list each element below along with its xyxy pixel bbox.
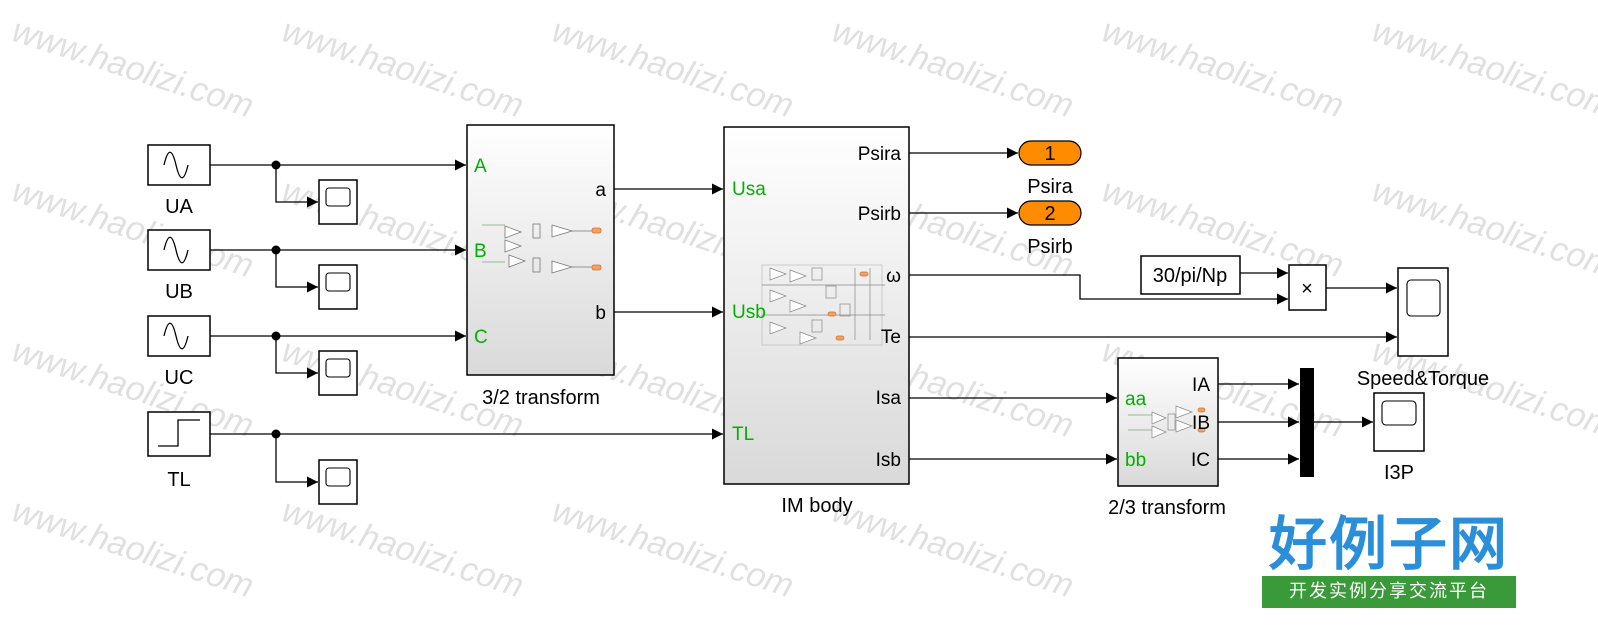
outport-psira-number: 1 <box>1044 143 1055 165</box>
outport-psirb-number: 2 <box>1044 203 1055 225</box>
watermark-text: www.haolizi.com <box>1098 11 1349 125</box>
subsystem-preview-icon <box>1128 405 1206 439</box>
outport-psirb[interactable]: 2 Psirb <box>1018 200 1082 258</box>
port-a-out: a <box>595 180 606 201</box>
watermark-text: www.haolizi.com <box>548 491 799 605</box>
watermark-text: www.haolizi.com <box>278 11 529 125</box>
port-tl-in: TL <box>732 424 754 445</box>
constant-block[interactable]: 30/pi/Np <box>1140 255 1241 295</box>
sine-wave-icon <box>163 322 189 350</box>
step-tl-label: TL <box>167 469 190 491</box>
watermark-text: www.haolizi.com <box>828 491 1079 605</box>
mux-block[interactable] <box>1300 368 1314 477</box>
scope-tl[interactable] <box>318 459 358 505</box>
scope-uc[interactable] <box>318 350 358 396</box>
watermark-text: www.haolizi.com <box>828 11 1079 125</box>
source-wires <box>210 159 723 488</box>
source-ub-label: UB <box>165 281 193 303</box>
port-isb-out: Isb <box>876 450 901 471</box>
outport-psira[interactable]: 1 Psira <box>1018 140 1082 198</box>
speed-torque-scope[interactable]: Speed&Torque <box>1357 267 1489 390</box>
watermark-text: www.haolizi.com <box>8 331 259 445</box>
mux-wires <box>1218 378 1373 465</box>
transform-32-label: 3/2 transform <box>482 387 600 409</box>
port-ia-out: IA <box>1192 375 1210 396</box>
constant-value: 30/pi/Np <box>1153 265 1228 287</box>
im-body-label: IM body <box>781 495 852 517</box>
watermark-text: www.haolizi.com <box>8 491 259 605</box>
watermark-text: www.haolizi.com <box>1368 11 1598 125</box>
logo-subtitle: 开发实例分享交流平台 <box>1262 576 1516 608</box>
scope-ua[interactable] <box>318 179 358 225</box>
sine-wave-icon <box>163 151 189 179</box>
subsystem-preview-icon <box>482 223 602 274</box>
port-usa-in: Usa <box>732 179 766 200</box>
port-omega-out: ω <box>886 266 901 287</box>
port-aa-in: aa <box>1125 389 1147 410</box>
port-isa-out: Isa <box>876 388 902 409</box>
scope-ub[interactable] <box>318 264 358 310</box>
product-block[interactable]: × <box>1288 264 1327 311</box>
source-ua-label: UA <box>165 196 193 218</box>
port-ib-out: IB <box>1192 413 1210 434</box>
speed-torque-label: Speed&Torque <box>1357 368 1489 390</box>
port-psira-out: Psira <box>858 144 902 165</box>
source-ub-block[interactable]: UB <box>147 229 211 303</box>
port-psirb-out: Psirb <box>858 204 901 225</box>
im-output-wires <box>909 147 1397 465</box>
port-ic-out: IC <box>1191 450 1210 471</box>
port-b-in: B <box>474 241 487 262</box>
port-a-in: A <box>474 156 487 177</box>
subsystem-preview-icon <box>761 264 885 346</box>
source-ua-block[interactable]: UA <box>147 144 211 218</box>
im-body-subsystem[interactable]: Usa Usb TL Psira Psirb ω Te Isa Isb IM b… <box>723 126 910 517</box>
source-uc-label: UC <box>165 367 194 389</box>
port-usb-in: Usb <box>732 302 766 323</box>
watermark-text: www.haolizi.com <box>278 491 529 605</box>
port-c-in: C <box>474 327 488 348</box>
outport-psira-label: Psira <box>1027 176 1073 198</box>
outport-psirb-label: Psirb <box>1027 236 1073 258</box>
port-te-out: Te <box>881 327 901 348</box>
port-bb-in: bb <box>1125 450 1146 471</box>
transform-23-label: 2/3 transform <box>1108 497 1226 519</box>
transform-23-subsystem[interactable]: aa bb IA IB IC 2/3 transform <box>1108 357 1226 519</box>
logo-title: 好例子网 <box>1268 510 1509 578</box>
transform-32-subsystem[interactable]: A B C a b 3/2 transform <box>466 124 615 409</box>
step-icon <box>158 419 200 447</box>
watermark-text: www.haolizi.com <box>8 171 259 285</box>
sine-wave-icon <box>163 236 189 264</box>
step-tl-block[interactable]: TL <box>147 411 211 491</box>
watermark-text: www.haolizi.com <box>548 11 799 125</box>
watermark-text: www.haolizi.com <box>8 11 259 125</box>
i3p-scope[interactable]: I3P <box>1373 392 1425 484</box>
product-symbol: × <box>1301 278 1313 300</box>
i3p-label: I3P <box>1384 462 1414 484</box>
port-b-out: b <box>595 303 606 324</box>
haolizi-logo: 好例子网 开发实例分享交流平台 <box>1262 512 1516 616</box>
